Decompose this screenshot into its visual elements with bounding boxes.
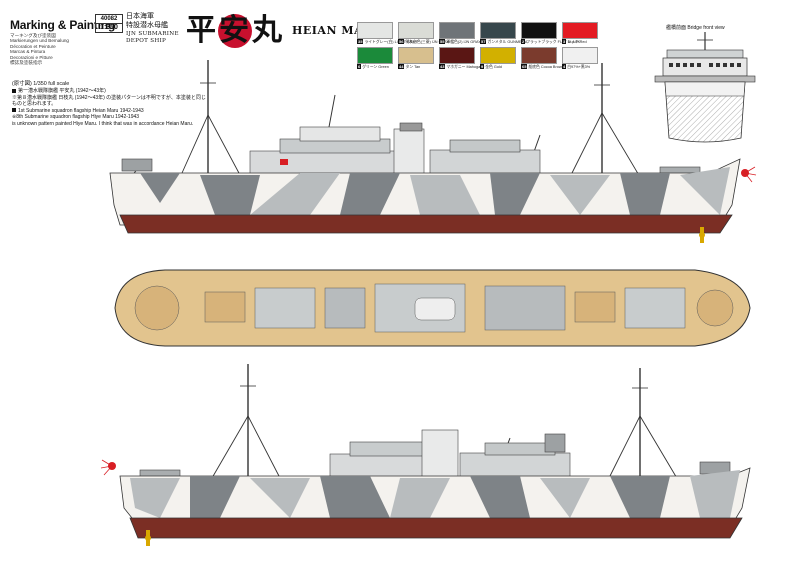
paint-swatch xyxy=(357,47,393,64)
note-line: 第一潜水戦隊旗艦 平安丸 (1942～43年) xyxy=(12,88,207,95)
paint-code: 56 xyxy=(398,39,405,44)
english-subtitle: IJN SUBMARINE DEPOT SHIP xyxy=(126,31,179,45)
paint-name: ガンメタル GUNMETAL xyxy=(487,40,529,44)
ship-name-japanese: 平安丸 xyxy=(186,14,284,48)
paint-swatch xyxy=(480,22,516,39)
english-subtitle-line: IJN SUBMARINE xyxy=(126,31,179,37)
ship-name-char: 丸 xyxy=(252,13,284,48)
paint-swatch xyxy=(439,47,475,64)
flags xyxy=(100,459,116,476)
paint-swatch xyxy=(562,47,598,64)
paint-code: 6 xyxy=(357,64,362,69)
scale-note: (原寸図) 1/350 full scale xyxy=(12,81,70,87)
dazzle-camouflage xyxy=(130,470,740,518)
ship-name-char-emblem: 安 xyxy=(218,13,252,48)
marking-painting-title: Marking & Painting xyxy=(10,18,116,32)
kit-number: 40082 xyxy=(96,15,122,24)
ship-profile-port xyxy=(100,364,751,546)
paint-swatch xyxy=(398,22,434,39)
ship-profile-starboard xyxy=(109,60,757,243)
bridge-view-caption: 艦橋前面 Bridge front view xyxy=(666,24,725,31)
note-line: 1st Submarine squadron flagship Heian Ma… xyxy=(12,108,207,115)
paint-swatch xyxy=(398,47,434,64)
note-text: 1st Submarine squadron flagship Heian Ma… xyxy=(18,107,144,114)
kit-number-box: 40082 1:350 xyxy=(95,14,123,33)
paint-code: 4 xyxy=(562,64,567,69)
paint-code: 65 xyxy=(521,64,528,69)
note-text: 第一潜水戦隊旗艦 平安丸 (1942～43年) xyxy=(18,88,106,94)
translation-line: Marcas & Pintura xyxy=(10,49,46,55)
paint-code: 3 xyxy=(562,39,567,44)
hull-bottom xyxy=(119,214,733,234)
paint-name: タン Tan xyxy=(405,65,421,69)
hull-bottom xyxy=(129,517,743,539)
bullet-icon xyxy=(12,88,16,93)
japanese-subtitle: 日本海軍 特設潜水母艦 xyxy=(126,12,168,30)
bridge-forecastle xyxy=(664,81,746,97)
japanese-subtitle-line: 特設潜水母艦 xyxy=(126,21,168,29)
paint-code: 55 xyxy=(439,39,446,44)
note-line: ※第８潜水戦隊旗艦 日枝丸 (1942～43年) の塗装パターンは不明ですが、本… xyxy=(12,94,206,108)
paint-name: 明灰白色(三菱) IJN GRAY xyxy=(405,40,450,44)
dazzle-camouflage xyxy=(140,167,730,215)
paint-swatch xyxy=(521,22,557,39)
paint-code: 35 xyxy=(357,39,364,44)
paint-name: レッド Red xyxy=(567,40,587,44)
paint-code: 43 xyxy=(439,64,446,69)
paint-name: 金色 Gold xyxy=(485,65,502,69)
paint-swatch xyxy=(480,47,516,64)
kit-scale: 1:350 xyxy=(100,24,118,31)
ship-name-char: 平 xyxy=(186,13,218,48)
translation-line: 標誌及塗裝指示 xyxy=(10,60,43,66)
paint-name: 船底色 Cocoa Brown xyxy=(528,65,564,69)
bridge-hull-front xyxy=(664,81,746,143)
translation-line: Decorazioni e Pitture xyxy=(10,54,53,60)
note-line: ※8th Submarine squadron flagship Hiye Ma… xyxy=(12,114,140,121)
japanese-subtitle-line: 日本海軍 xyxy=(126,12,154,20)
bridge-windows xyxy=(669,63,741,67)
bridge-front-view xyxy=(654,32,756,143)
bridge-view-caption-jp: 艦橋前面 xyxy=(666,25,687,31)
paint-code: 2 xyxy=(521,39,526,44)
paint-swatch xyxy=(357,22,393,39)
marking-painting-translations: マーキング及び塗装図 Markierungen und Bemalung Déc… xyxy=(10,33,69,65)
paint-swatch xyxy=(521,47,557,64)
translation-line: Décoration et Peinture xyxy=(10,43,56,49)
paint-name: ライトグレー(白) LIGHT GRAY xyxy=(364,40,418,44)
translation-line: マーキング及び塗装図 xyxy=(10,33,56,38)
paint-name: フラットブラック FLAT BLACK xyxy=(526,40,581,44)
paint-name: マホガニー Mahogany xyxy=(446,65,485,69)
paint-name: 軍艦色(2) IJN GRAY xyxy=(446,40,481,44)
propeller-icon xyxy=(699,227,705,243)
paint-code: 44 xyxy=(398,64,405,69)
paint-code: 57 xyxy=(480,39,487,44)
bridge-view-caption-en: Bridge front view xyxy=(687,25,725,31)
paint-swatch xyxy=(562,22,598,39)
paint-name: 白97%+黒3% xyxy=(567,65,591,69)
paint-swatch xyxy=(439,22,475,39)
paint-code: 9 xyxy=(480,64,485,69)
propeller-icon xyxy=(145,530,151,546)
paint-name: グリーン Green xyxy=(362,65,389,69)
translation-line: Markierungen und Bemalung xyxy=(10,38,69,44)
flags xyxy=(280,159,757,183)
notes-block: 第一潜水戦隊旗艦 平安丸 (1942～43年) ※第８潜水戦隊旗艦 日枝丸 (1… xyxy=(12,88,207,128)
english-subtitle-line: DEPOT SHIP xyxy=(126,38,167,44)
note-line: is unknown pattern painted Hiye Maru. I … xyxy=(12,120,194,127)
deck-structures xyxy=(134,283,734,333)
ship-deck-plan xyxy=(114,269,751,347)
bullet-icon xyxy=(12,108,16,113)
